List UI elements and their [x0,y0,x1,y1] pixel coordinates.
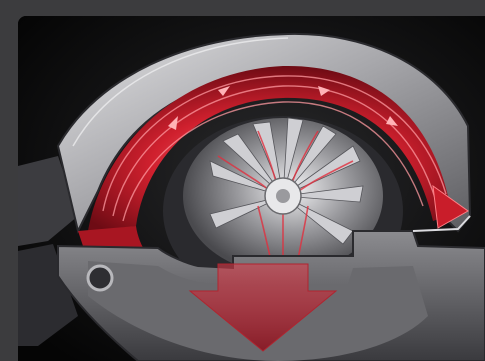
turbine-cutaway-icon [18,16,485,361]
turbine-cutaway-photo [18,16,485,361]
